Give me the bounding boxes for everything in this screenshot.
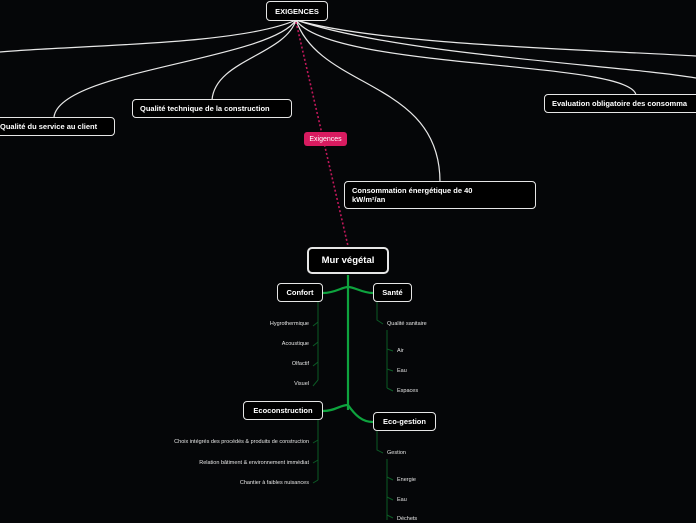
ecoconstruction-label: Ecoconstruction: [253, 406, 313, 415]
leaf-acoustique[interactable]: Acoustique: [281, 341, 309, 347]
ecogestion-tick-1: [386, 476, 394, 481]
node-consommation-energetique[interactable]: Consommation énergétique de 40 kW/m²/an: [344, 181, 536, 209]
leaf-qualite-sanitaire[interactable]: Qualité sanitaire: [387, 321, 427, 327]
branch-sante: [347, 285, 374, 295]
sante-spine: [376, 302, 384, 325]
leaf-dechets[interactable]: Déchets: [397, 516, 418, 522]
leaf-hygrothermique[interactable]: Hygrothermique: [269, 321, 309, 327]
ecogestion-tick-2: [386, 496, 394, 501]
connector-off-right-1: [295, 19, 696, 57]
connector-off-right-2: [295, 19, 696, 79]
confort-label: Confort: [286, 288, 314, 297]
ecoconstruction-tick-3: [312, 479, 319, 484]
leaf-choix-integres[interactable]: Choix intégrés des procédés & produits d…: [174, 439, 309, 445]
confort-tick-3: [312, 361, 319, 367]
confort-tick-2: [312, 341, 319, 347]
node-evaluation-consommations[interactable]: Evaluation obligatoire des consomma: [544, 94, 696, 113]
sante-label: Santé: [382, 288, 403, 297]
leaf-air[interactable]: Air: [397, 348, 404, 354]
leaf-relation-batiment[interactable]: Relation bâtiment & environnement immédi…: [199, 460, 309, 466]
branch-ecoconstruction: [322, 403, 349, 413]
node-confort[interactable]: Confort: [277, 283, 323, 302]
branch-ecogestion: [347, 404, 374, 424]
node-ecoconstruction[interactable]: Ecoconstruction: [243, 401, 323, 420]
green-trunk: [322, 275, 374, 424]
node-eco-gestion[interactable]: Eco-gestion: [373, 412, 436, 431]
node-sante[interactable]: Santé: [373, 283, 412, 302]
exigences-label: EXIGENCES: [275, 6, 319, 16]
mur-vegetal-node[interactable]: Mur végétal: [307, 247, 389, 274]
connector-consommation: [295, 19, 441, 183]
ecoconstruction-tick-1: [312, 439, 319, 444]
sante-tick-2: [386, 368, 394, 372]
exigences-link-label[interactable]: Exigences: [304, 132, 347, 146]
node-qualite-service-client[interactable]: Qualité du service au client: [0, 117, 115, 136]
confort-tick-1: [312, 321, 319, 327]
mur-vegetal-label: Mur végétal: [321, 255, 375, 266]
exigences-node[interactable]: EXIGENCES: [266, 1, 328, 21]
confort-tick-4: [312, 379, 319, 387]
connector-client: [53, 19, 297, 118]
node-qualite-technique[interactable]: Qualité technique de la construction: [132, 99, 292, 118]
leaf-espaces[interactable]: Espaces: [397, 388, 419, 394]
leaf-eau-gestion[interactable]: Eau: [397, 497, 407, 503]
connector-evaluation: [295, 19, 637, 96]
sub-connectors: [312, 302, 394, 520]
ecogestion-tick-3: [386, 514, 394, 519]
consommation-label: Consommation énergétique de 40 kW/m²/an: [352, 186, 473, 204]
branch-confort: [322, 285, 349, 295]
evaluation-label: Evaluation obligatoire des consomma: [552, 99, 688, 108]
leaf-energie[interactable]: Energie: [397, 477, 416, 483]
qualite-technique-label: Qualité technique de la construction: [140, 104, 270, 113]
sante-tick-3: [386, 387, 394, 392]
leaf-eau[interactable]: Eau: [397, 368, 407, 374]
ecoconstruction-tick-2: [312, 459, 319, 464]
leaf-olfactif[interactable]: Olfactif: [291, 361, 309, 367]
qualite-service-client-label: Qualité du service au client: [0, 122, 98, 131]
leaf-chantier[interactable]: Chantier à faibles nuisances: [239, 480, 309, 486]
connector-off-left-1: [0, 19, 297, 53]
ecogestion-spine: [376, 431, 384, 454]
sante-tick-1: [386, 348, 394, 352]
link-label-text: Exigences: [309, 135, 342, 143]
connector-technique: [211, 19, 297, 101]
exigences-connectors: [0, 19, 696, 183]
leaf-visuel[interactable]: Visuel: [294, 381, 309, 387]
leaf-gestion[interactable]: Gestion: [387, 450, 406, 456]
eco-gestion-label: Eco-gestion: [383, 417, 426, 426]
